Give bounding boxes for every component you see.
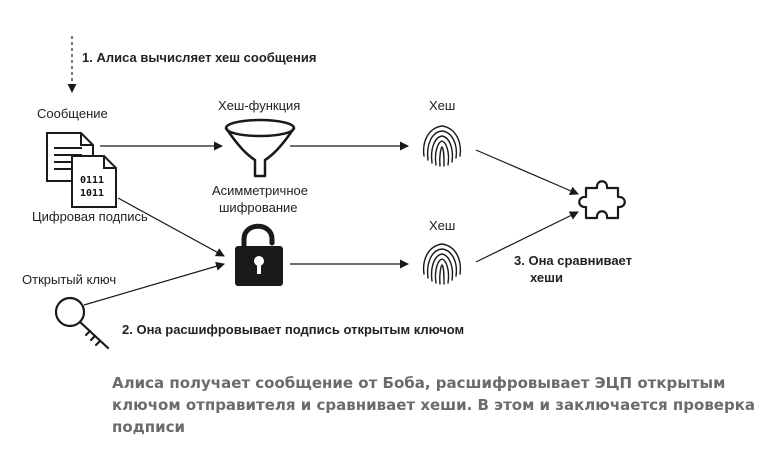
step3-label-line2: хеши — [530, 270, 563, 285]
funnel-icon — [224, 118, 296, 178]
public-key-label: Открытый ключ — [22, 272, 116, 287]
hash-top-label: Хеш — [429, 98, 455, 113]
asymmetric-label-line2: шифрование — [219, 200, 298, 215]
fingerprint-icon — [422, 243, 462, 285]
hash-function-label: Хеш-функция — [218, 98, 300, 113]
hash-bottom-label: Хеш — [429, 218, 455, 233]
signature-bits-line2: 1011 — [80, 188, 104, 199]
step3-label-line1: 3. Она сравнивает — [514, 253, 632, 268]
step2-label: 2. Она расшифровывает подпись открытым к… — [122, 322, 464, 337]
verification-diagram: 1. Алиса вычисляет хеш сообщения Сообщен… — [22, 36, 632, 350]
signature-bits-line1: 0111 — [80, 175, 104, 186]
arrow-signature-to-padlock — [117, 197, 225, 257]
arrow-hash-top-to-puzzle — [475, 149, 579, 195]
signature-document-icon: 0111 1011 — [71, 155, 117, 208]
step1-label: 1. Алиса вычисляет хеш сообщения — [82, 50, 316, 65]
message-label: Сообщение — [37, 106, 108, 121]
figure-caption: Алиса получает сообщение от Боба, расшиф… — [112, 374, 756, 436]
arrow-hash-bottom-to-puzzle — [475, 211, 579, 263]
arrow-key-to-padlock — [83, 261, 225, 306]
key-icon — [54, 296, 110, 350]
padlock-icon — [235, 223, 283, 286]
puzzle-icon — [578, 180, 626, 220]
fingerprint-icon — [422, 125, 462, 167]
asymmetric-label-line1: Асимметричное — [212, 183, 308, 198]
signature-label: Цифровая подпись — [32, 209, 148, 224]
